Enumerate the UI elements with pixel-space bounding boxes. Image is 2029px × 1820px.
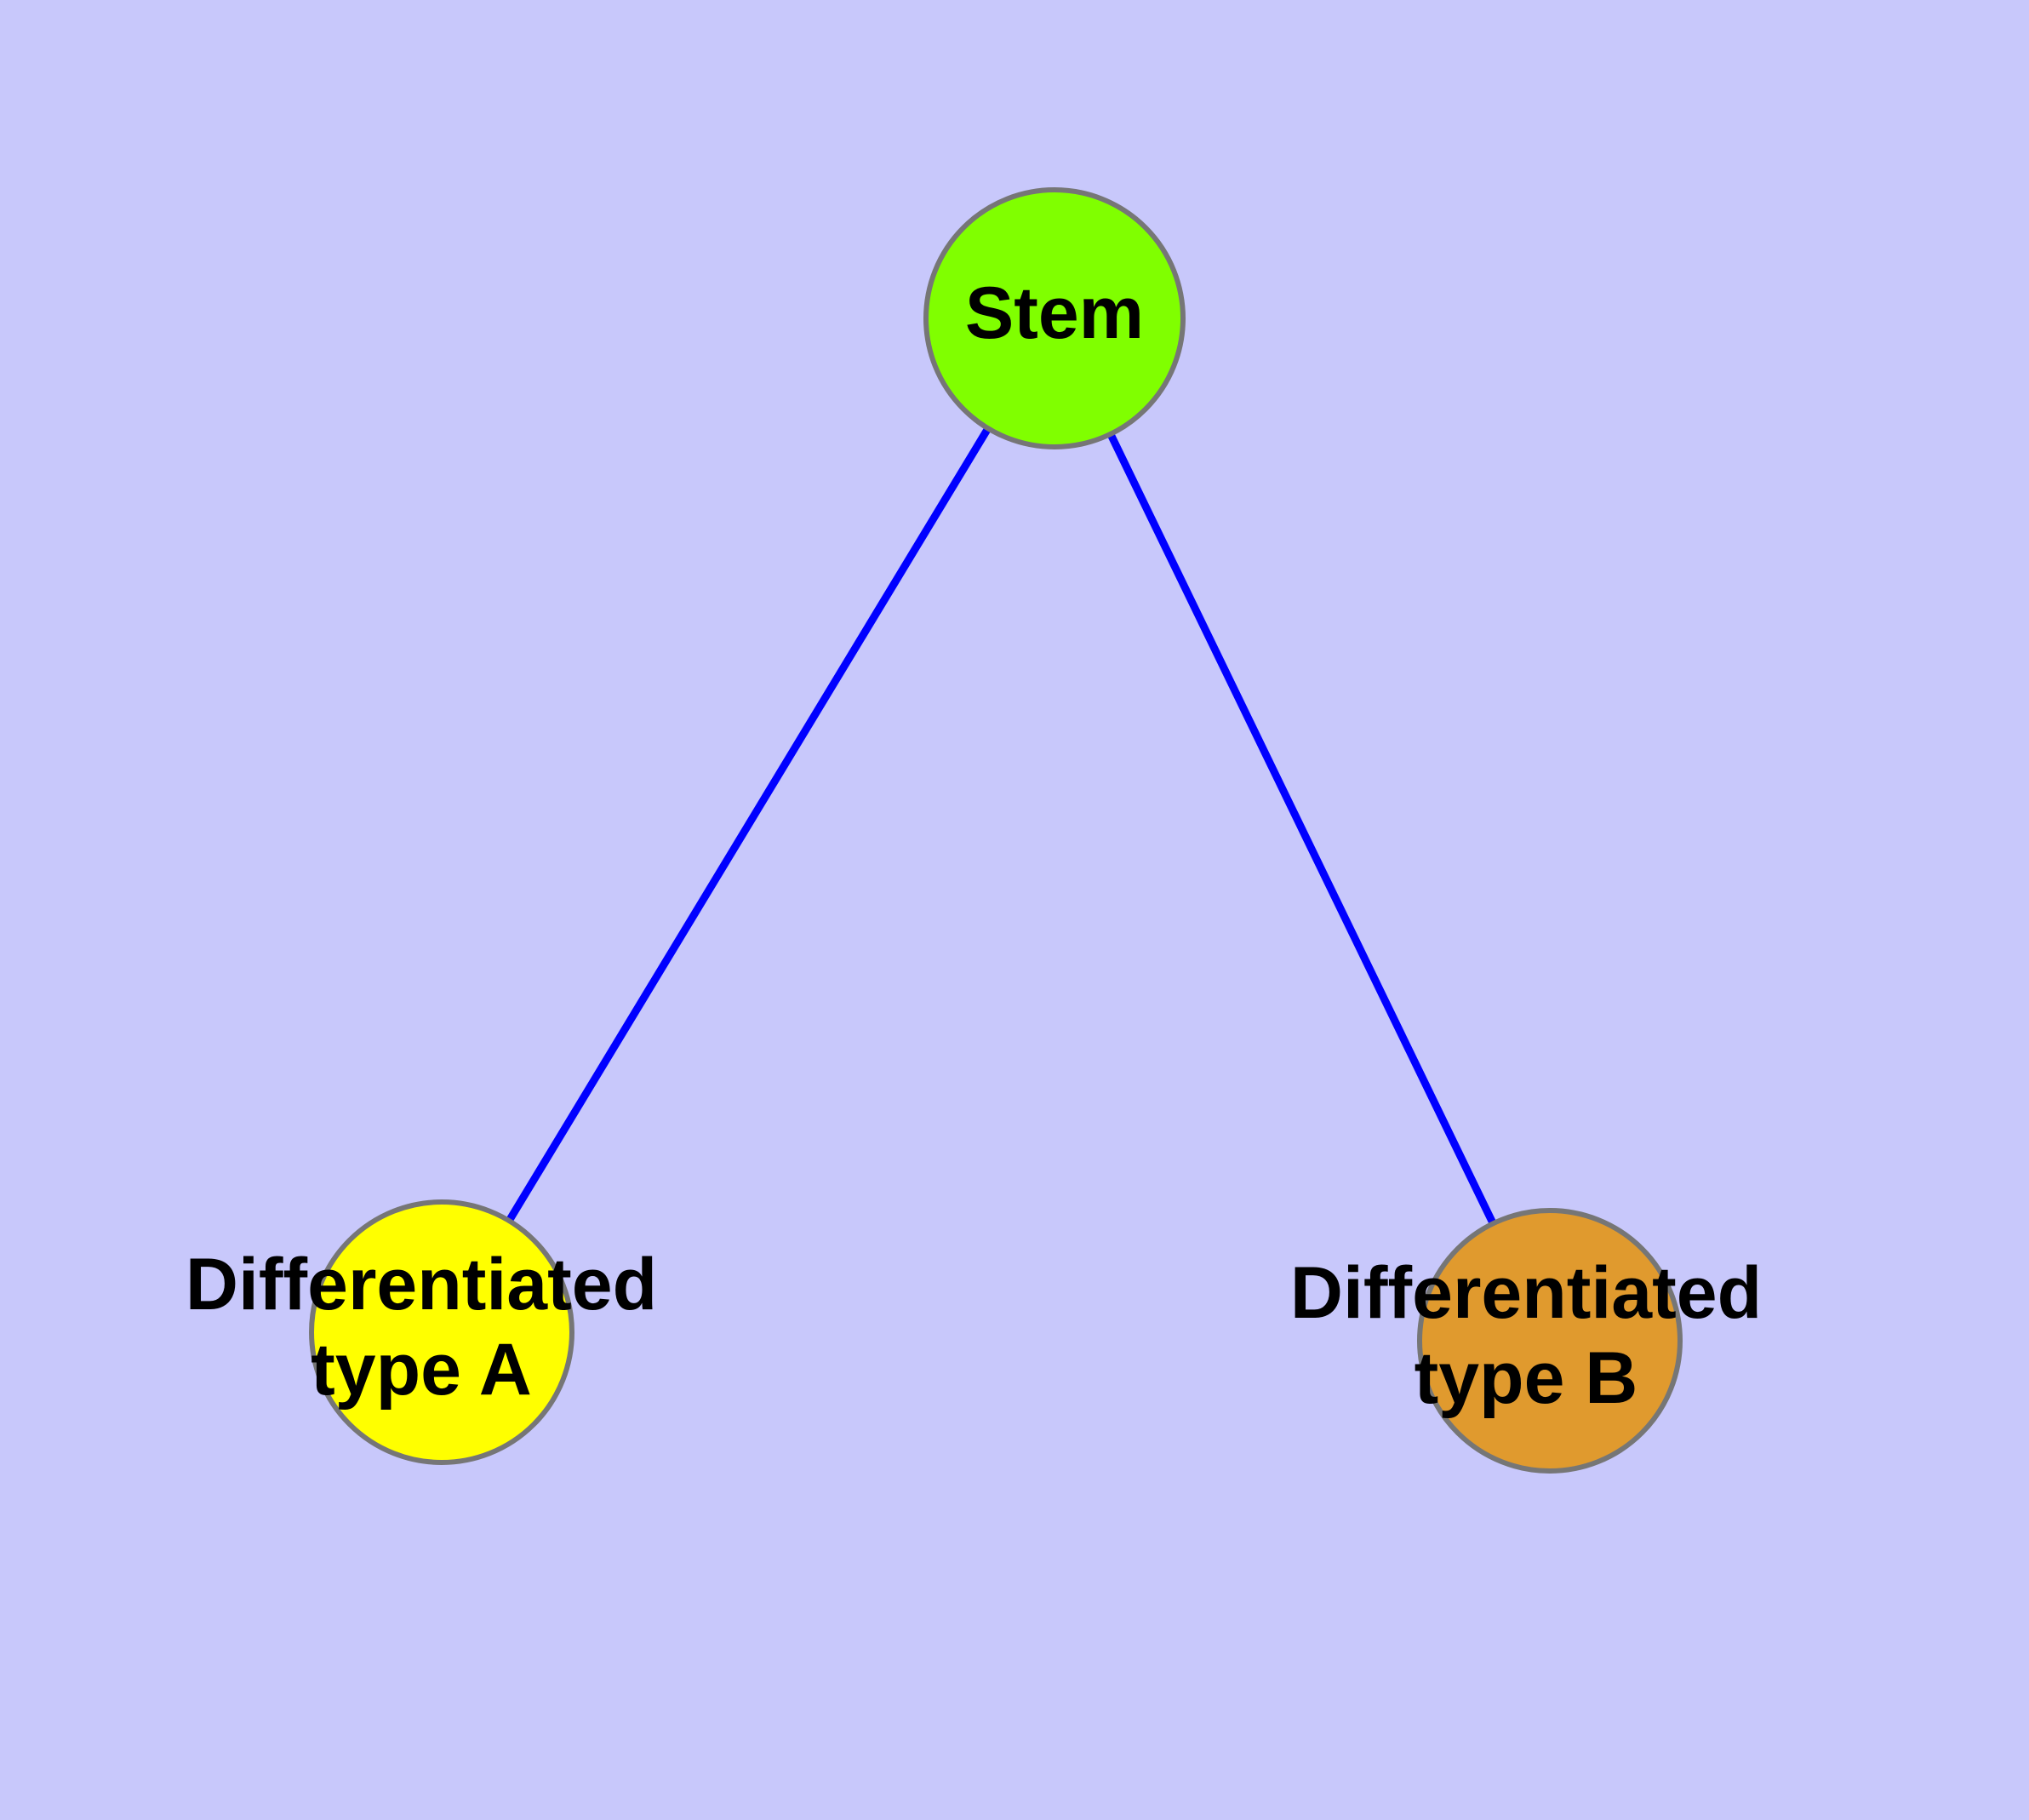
node-diff-b[interactable]: [1417, 1208, 1683, 1474]
edges-layer: [438, 316, 1554, 1342]
edge-stem-diff-a[interactable]: [438, 316, 1058, 1335]
node-label-line: Stem: [965, 272, 1144, 354]
node-label-line: type A: [311, 1329, 532, 1411]
nodes-layer: [309, 187, 1683, 1474]
node-label-line: Differentiated: [186, 1244, 657, 1325]
node-label-line: Differentiated: [1290, 1252, 1762, 1334]
node-label-stem: Stem: [965, 272, 1144, 354]
node-diff-a[interactable]: [309, 1199, 574, 1465]
node-label-line: type B: [1415, 1337, 1638, 1419]
node-stem[interactable]: [923, 187, 1186, 449]
edge-stem-diff-b[interactable]: [1050, 317, 1554, 1342]
